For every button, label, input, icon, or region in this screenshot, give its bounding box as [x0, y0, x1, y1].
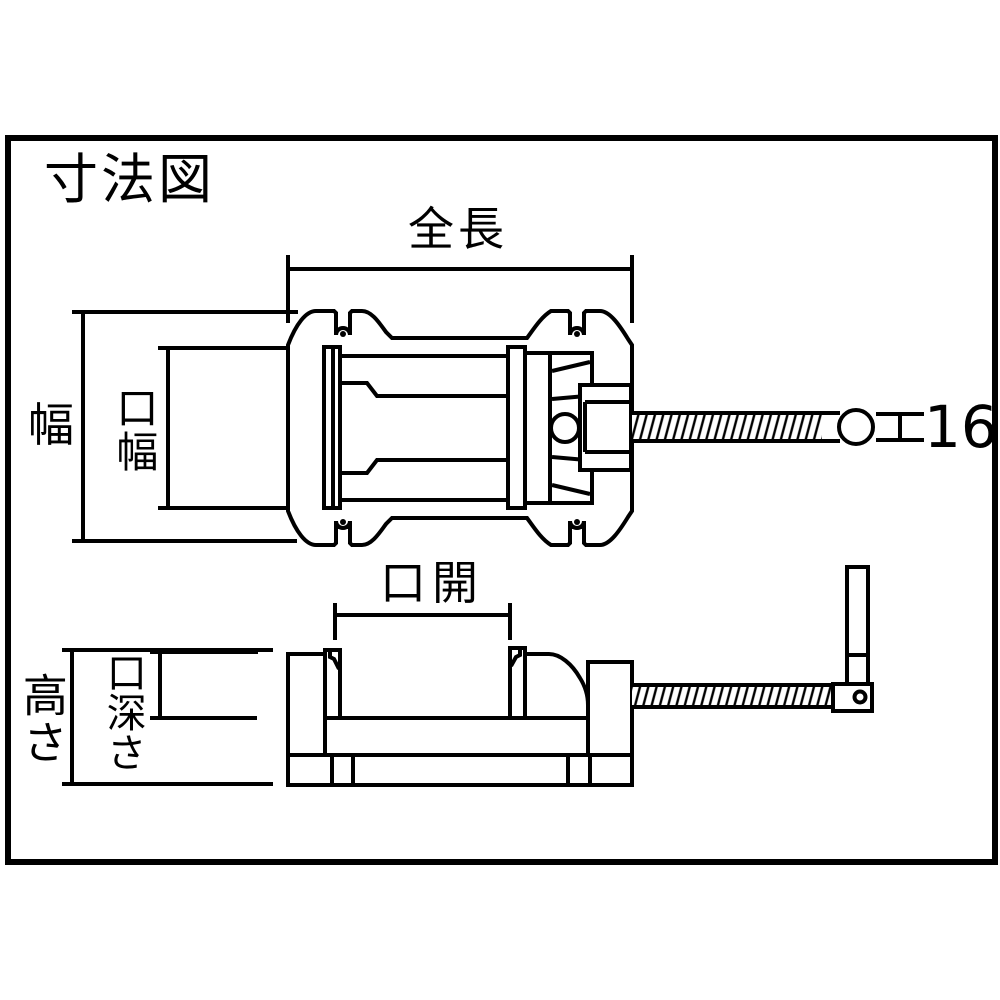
handle-ball — [837, 408, 875, 446]
side-view — [62, 565, 874, 787]
movable-jaw-body — [523, 652, 590, 720]
jaw-depth-dimension — [150, 650, 258, 720]
overall-length-dimension — [286, 255, 634, 323]
screw-bore-circle — [549, 412, 581, 444]
page-title: 寸法図 — [44, 148, 215, 211]
screw-bearing-block — [578, 383, 633, 472]
fixed-jaw-plate-side — [323, 648, 342, 720]
handle-rod — [845, 565, 870, 687]
jaw-opening-dimension — [333, 603, 512, 640]
base-slab — [286, 716, 634, 787]
handle-diameter-value: 16 — [924, 393, 998, 461]
height-label: 高さ — [14, 672, 68, 766]
handle-diameter-symbol — [876, 412, 924, 442]
overall-length-label: 全長 — [408, 202, 508, 256]
page-border — [5, 135, 998, 865]
slide-channel-lines — [340, 354, 508, 502]
body-end-block — [586, 660, 634, 757]
handle-pin — [852, 689, 868, 705]
movable-jaw-plate-side — [508, 646, 527, 720]
plan-view — [72, 255, 924, 547]
jaw-width-label: 口幅 — [109, 386, 159, 474]
jaw-depth-label: 口深さ — [99, 652, 146, 772]
body-width-label: 幅 — [28, 398, 74, 452]
jaw-plates-plan — [322, 345, 527, 510]
bolt-hole-centers — [340, 331, 580, 525]
screw-plan — [632, 408, 875, 446]
body-width-dimension — [72, 310, 298, 543]
fixed-jaw-block — [286, 652, 327, 757]
slide-block-and-jaw-width-dimension — [158, 346, 288, 510]
base-flange — [288, 753, 632, 785]
screw-side — [632, 565, 874, 713]
jaw-opening-label: 口開 — [380, 556, 484, 610]
